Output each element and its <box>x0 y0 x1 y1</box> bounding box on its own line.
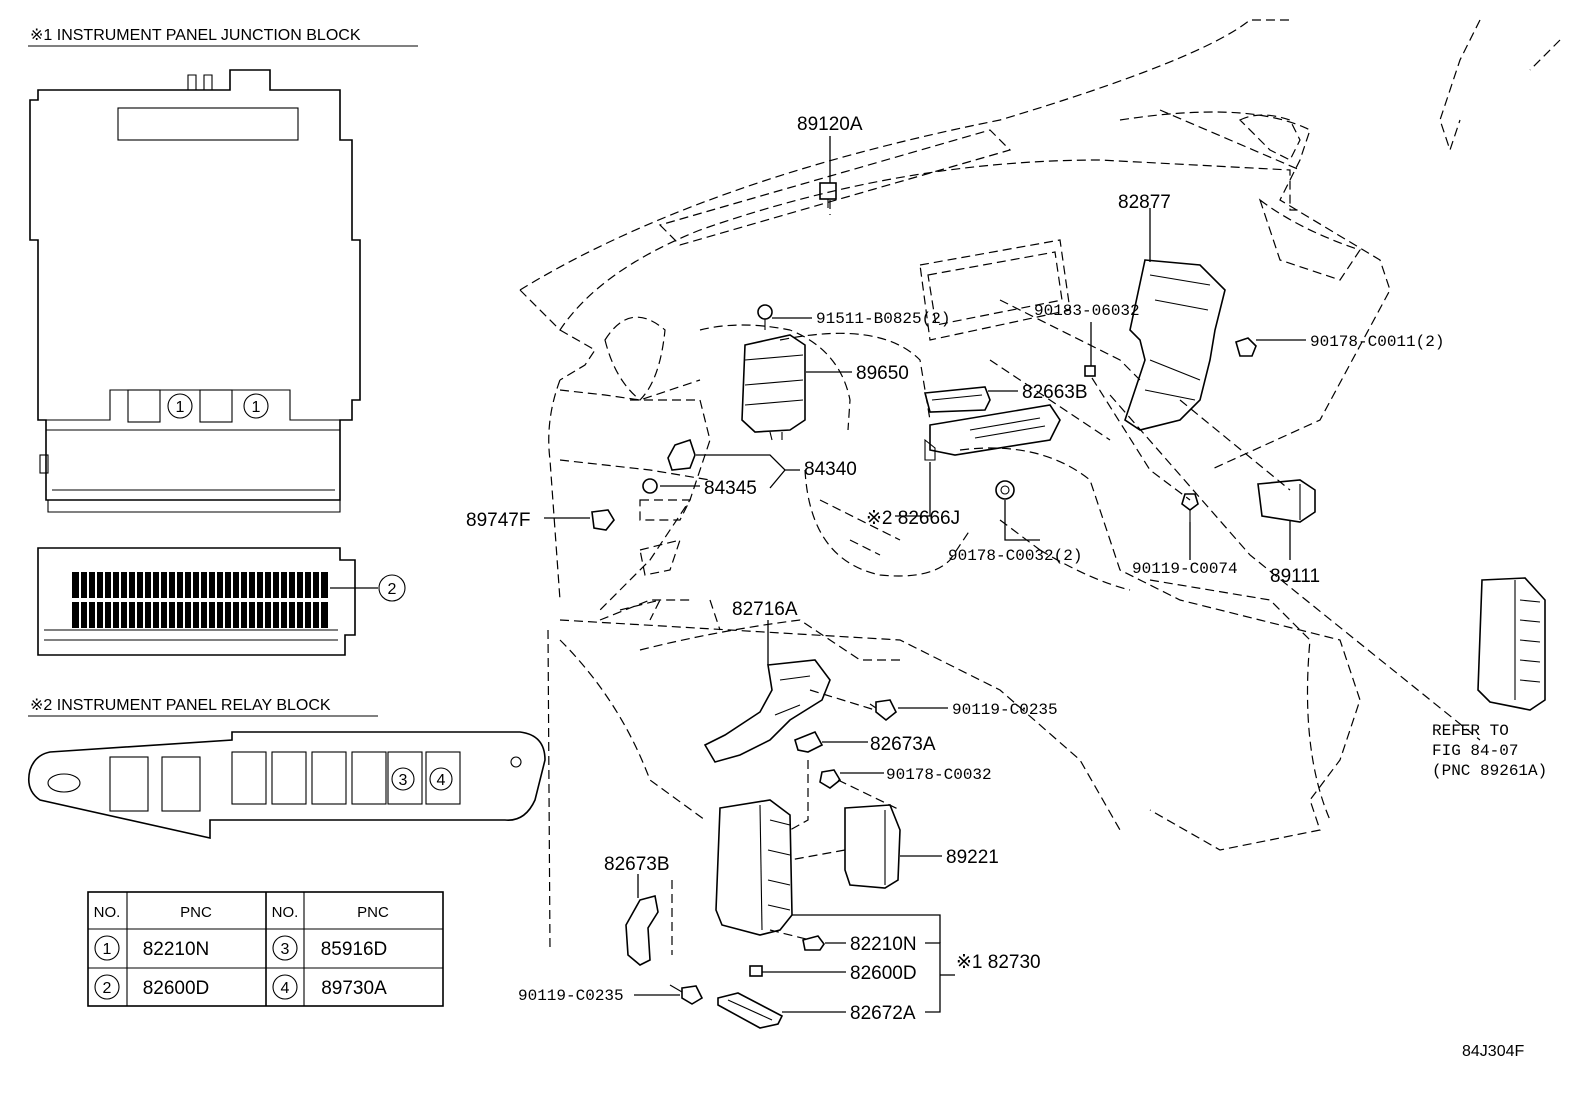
part-82716A-bracket <box>703 659 831 763</box>
table-cell-pnc: 89730A <box>321 978 387 999</box>
svg-text:1: 1 <box>252 399 261 416</box>
label-82210N: 82210N <box>850 934 917 955</box>
table-header-pnc-right: PNC <box>357 904 389 921</box>
junction-block-section: ※1 INSTRUMENT PANEL JUNCTION BLOCK 1 1 <box>28 27 418 656</box>
dashboard-outline <box>519 19 1561 951</box>
refer-line-3: (PNC 89261A) <box>1432 762 1547 780</box>
label-90183-06032: 90183-06032 <box>1034 302 1140 320</box>
part-82672A-cover <box>717 992 784 1029</box>
label-82600D: 82600D <box>850 963 917 984</box>
part-84340-switch <box>667 438 696 471</box>
table-row: 1 82210N 3 85916D <box>94 935 388 961</box>
label-89747F: 89747F <box>466 510 530 531</box>
junction-block-bottom-view <box>37 547 378 656</box>
label-91511-B0825: 91511-B0825(2) <box>816 310 950 328</box>
relay-block-header: ※2 INSTRUMENT PANEL RELAY BLOCK <box>30 697 331 714</box>
label-82673A: 82673A <box>870 734 936 755</box>
table-header-no-left: NO. <box>94 904 121 921</box>
table-header-pnc-left: PNC <box>180 904 212 921</box>
part-82673B-bracket <box>625 895 659 966</box>
part-90178-C0011-nut <box>1235 337 1257 357</box>
table-cell-no: 2 <box>103 980 112 997</box>
part-90178-C0032-nut-single <box>819 769 842 789</box>
part-89650-sensor <box>741 334 806 441</box>
part-82666J-relay-block <box>924 404 1061 461</box>
part-90119-C0235-bolt-lower <box>669 984 704 1005</box>
part-82663B-bracket <box>923 386 991 413</box>
relay-block-section: ※2 INSTRUMENT PANEL RELAY BLOCK 3 4 <box>27 697 546 839</box>
label-82673B: 82673B <box>604 854 670 875</box>
label-82672A: 82672A <box>850 1003 916 1024</box>
svg-text:3: 3 <box>399 772 408 789</box>
table-row: 2 82600D 4 89730A <box>94 974 387 1000</box>
refer-note: REFER TO FIG 84-07 (PNC 89261A) <box>1432 722 1547 780</box>
part-82210N-fuse <box>802 935 825 951</box>
label-82666J: ※2 82666J <box>866 508 960 529</box>
part-82673A-clip <box>794 730 824 753</box>
pin-array <box>72 572 328 628</box>
table-cell-pnc: 82210N <box>143 939 210 960</box>
part-82600D-relay <box>749 965 763 977</box>
label-89650: 89650 <box>856 363 909 384</box>
pnc-table: NO. PNC NO. PNC 1 82210N 3 85916D 2 8260… <box>87 891 444 1007</box>
svg-text:4: 4 <box>437 772 446 789</box>
label-90178-C0032: 90178-C0032 <box>886 766 992 784</box>
part-84345-clip <box>642 478 658 494</box>
table-header-no-right: NO. <box>272 904 299 921</box>
part-89111-module <box>1257 479 1316 523</box>
relay-block-illustration <box>27 731 546 839</box>
table-cell-pnc: 85916D <box>321 939 388 960</box>
refer-line-1: REFER TO <box>1432 722 1509 740</box>
label-89111: 89111 <box>1270 566 1320 587</box>
svg-text:1: 1 <box>176 399 185 416</box>
part-82730-junction-block <box>715 799 793 936</box>
label-84345: 84345 <box>704 478 757 499</box>
label-82730: ※1 82730 <box>956 952 1041 973</box>
label-89221: 89221 <box>946 847 999 868</box>
label-82877: 82877 <box>1118 192 1171 213</box>
part-90183-clip <box>1084 365 1096 377</box>
part-82877-bracket <box>1124 259 1226 431</box>
svg-text:2: 2 <box>388 581 397 598</box>
label-90178-C0011: 90178-C0011(2) <box>1310 333 1444 351</box>
part-90119-C0235-bolt <box>869 699 898 722</box>
refer-line-2: FIG 84-07 <box>1432 742 1518 760</box>
label-90119-C0235-lower: 90119-C0235 <box>518 987 624 1005</box>
part-89261A-ecu <box>1477 577 1546 711</box>
part-90119-C0074-bolt <box>1181 493 1199 522</box>
table-cell-no: 1 <box>103 941 112 958</box>
part-89221-module <box>844 804 901 889</box>
part-labels: 89120A 82877 91511-B0825(2) 90183-06032 … <box>466 114 1444 1024</box>
label-84340: 84340 <box>804 459 857 480</box>
junction-marker-1a: 1 <box>167 393 193 419</box>
junction-marker-1b: 1 <box>243 393 269 419</box>
part-89120A-clip <box>819 182 837 208</box>
table-cell-no: 4 <box>281 980 290 997</box>
junction-block-illustration <box>29 69 361 513</box>
leader-lines <box>544 136 1481 1013</box>
relay-marker-3: 3 <box>391 767 415 791</box>
label-82663B: 82663B <box>1022 382 1088 403</box>
label-90178-C0032-2: 90178-C0032(2) <box>948 547 1082 565</box>
label-82716A: 82716A <box>732 599 798 620</box>
figure-id: 84J304F <box>1462 1043 1524 1060</box>
part-89747F-sensor <box>591 509 615 531</box>
junction-block-header: ※1 INSTRUMENT PANEL JUNCTION BLOCK <box>30 27 361 44</box>
table-cell-pnc: 82600D <box>143 978 210 999</box>
label-90119-C0074: 90119-C0074 <box>1132 560 1238 578</box>
junction-marker-2: 2 <box>378 574 406 602</box>
parts-illustrations <box>591 182 1546 1029</box>
label-89120A: 89120A <box>797 114 863 135</box>
table-cell-no: 3 <box>281 941 290 958</box>
part-90178-C0032-nut <box>995 480 1015 500</box>
relay-marker-4: 4 <box>429 767 453 791</box>
label-90119-C0235: 90119-C0235 <box>952 701 1058 719</box>
part-91511-bolt <box>757 304 773 330</box>
